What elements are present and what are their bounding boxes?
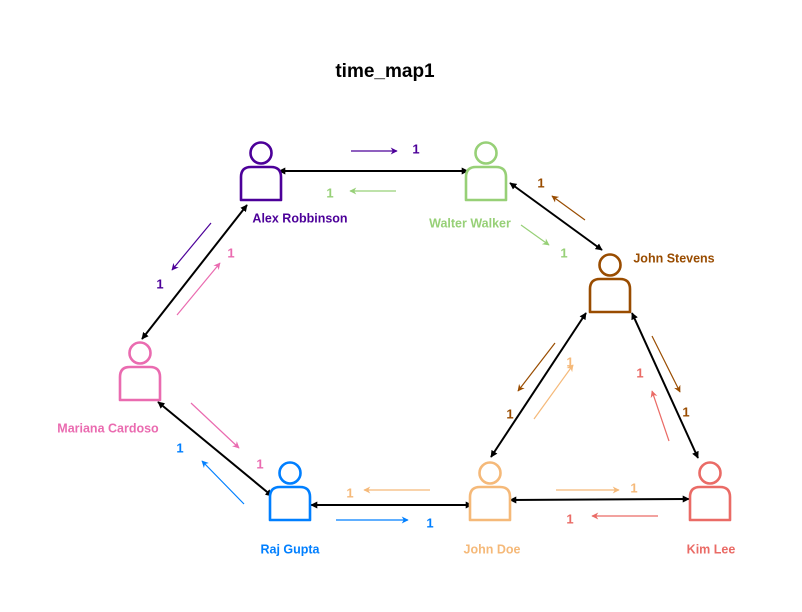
person-icon [239, 141, 283, 202]
node-alex-robbinson[interactable]: Alex Robbinson [239, 141, 348, 226]
person-icon [118, 341, 162, 402]
flows-layer: 1 1 1 1 1 1 1 1 1 1 1 1 1 1 1 1 [156, 141, 689, 530]
flow-mariana-cardoso-to-alex-robbinson-arrow [176, 262, 221, 316]
flow-alex-robbinson-to-walter-walker-label: 1 [412, 141, 419, 156]
edge-john-stevens-to-kim-lee [631, 312, 699, 459]
flow-kim-lee-to-john-stevens-label: 1 [636, 365, 643, 380]
person-icon [688, 461, 732, 522]
flow-mariana-cardoso-to-raj-gupta-arrow [190, 402, 240, 449]
person-icon [268, 461, 312, 522]
flow-john-stevens-to-walter-walker-arrow [551, 195, 586, 221]
flow-kim-lee-to-john-stevens-arrow [650, 390, 670, 442]
node-label-kim-lee: Kim Lee [687, 542, 736, 556]
flow-john-stevens-to-kim-lee-label: 1 [682, 404, 689, 419]
person-icon [588, 253, 632, 314]
flow-alex-robbinson-to-mariana-cardoso-label: 1 [156, 276, 163, 291]
node-label-mariana-cardoso: Mariana Cardoso [57, 421, 159, 435]
node-raj-gupta[interactable]: Raj Gupta [260, 461, 321, 557]
node-john-stevens[interactable]: John Stevens [588, 251, 715, 314]
node-mariana-cardoso[interactable]: Mariana Cardoso [57, 341, 162, 436]
flow-walter-walker-to-alex-robbinson-label: 1 [326, 185, 333, 200]
node-john-doe[interactable]: John Doe [464, 461, 521, 557]
edge-walter-walker-to-john-stevens [509, 182, 603, 251]
node-kim-lee[interactable]: Kim Lee [687, 461, 736, 557]
edges-layer [141, 167, 699, 509]
diagram-title: time_map1 [335, 61, 435, 82]
flow-john-doe-to-john-stevens-label: 1 [566, 354, 573, 369]
flow-john-stevens-to-kim-lee-arrow [651, 335, 681, 393]
flow-mariana-cardoso-to-raj-gupta-label: 1 [256, 456, 263, 471]
flow-john-stevens-to-john-doe-label: 1 [506, 406, 513, 421]
node-label-john-stevens: John Stevens [633, 251, 714, 265]
flow-john-doe-to-john-stevens-arrow [533, 364, 574, 420]
edge-john-stevens-to-john-doe [490, 312, 587, 458]
flow-alex-robbinson-to-mariana-cardoso-arrow [171, 222, 212, 271]
flow-john-stevens-to-john-doe-arrow [517, 342, 556, 392]
node-label-alex-robbinson: Alex Robbinson [252, 211, 347, 225]
flow-john-doe-to-kim-lee-label: 1 [630, 480, 637, 495]
flow-walter-walker-to-john-stevens-arrow [520, 224, 550, 246]
flow-kim-lee-to-john-doe-label: 1 [566, 511, 573, 526]
node-label-raj-gupta: Raj Gupta [260, 542, 320, 556]
flow-walter-walker-to-john-stevens-label: 1 [560, 245, 567, 260]
node-walter-walker[interactable]: Walter Walker [429, 141, 511, 231]
flow-mariana-cardoso-to-alex-robbinson-label: 1 [227, 245, 234, 260]
edge-john-doe-to-kim-lee [509, 495, 690, 504]
person-icon [464, 141, 508, 202]
flow-raj-gupta-to-mariana-cardoso-arrow [201, 460, 245, 505]
flow-raj-gupta-to-john-doe-label: 1 [426, 515, 433, 530]
edge-alex-robbinson-to-mariana-cardoso [141, 204, 248, 340]
flow-raj-gupta-to-mariana-cardoso-label: 1 [176, 440, 183, 455]
node-label-john-doe: John Doe [464, 542, 521, 556]
node-label-walter-walker: Walter Walker [429, 216, 511, 230]
flow-john-doe-to-raj-gupta-label: 1 [346, 485, 353, 500]
flow-john-stevens-to-walter-walker-label: 1 [537, 175, 544, 190]
edge-mariana-cardoso-to-raj-gupta [157, 401, 273, 497]
person-icon [468, 461, 512, 522]
